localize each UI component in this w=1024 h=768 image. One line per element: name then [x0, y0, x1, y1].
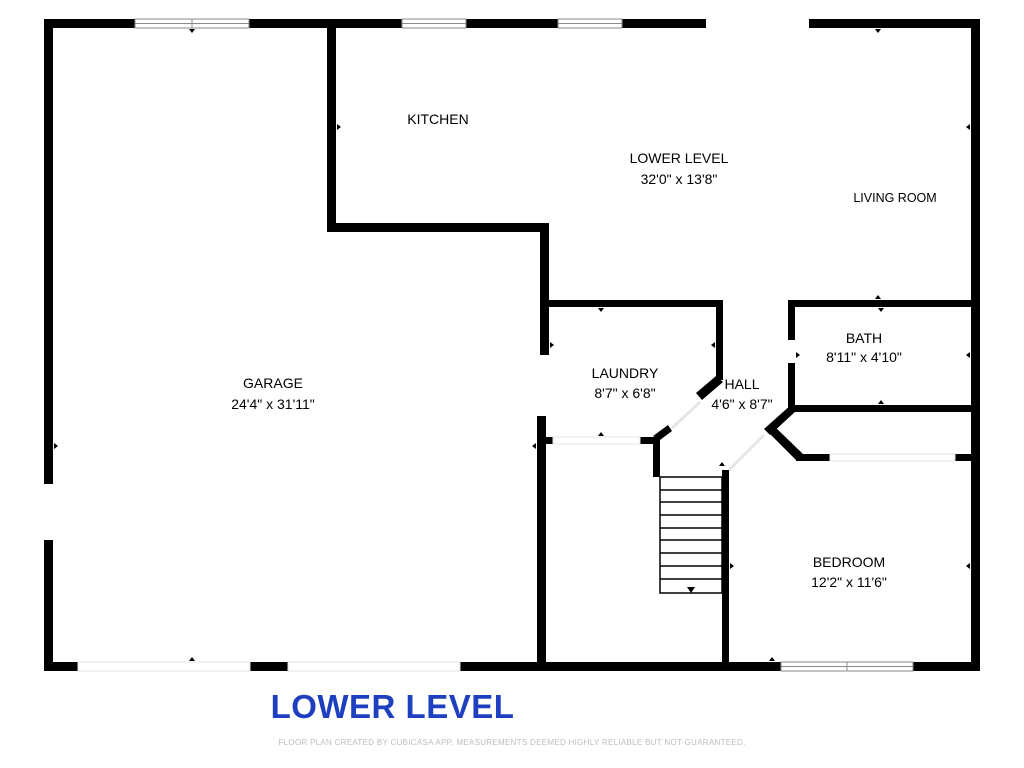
opening-living-top [706, 19, 809, 28]
wall-bath-bottom [788, 405, 980, 412]
laundry-label: LAUNDRY [592, 365, 659, 381]
opening-bedroom-closet [829, 453, 956, 462]
bath-dims: 8'11" x 4'10" [826, 349, 902, 365]
kitchen-label: KITCHEN [407, 111, 468, 127]
laundry-dims: 8'7" x 6'8" [594, 385, 655, 401]
wall-bath-top [788, 300, 980, 307]
garage-dims: 24'4" x 31'11" [231, 396, 315, 412]
bath-label: BATH [846, 330, 882, 346]
opening-hall-bedroom [727, 433, 766, 472]
wall-laundry-bottom-right [640, 437, 656, 444]
plan-title: LOWER LEVEL [270, 688, 515, 725]
wall-stair-right [722, 470, 729, 671]
wall-left-upper [44, 19, 53, 484]
wall-bath-left-lower [788, 363, 795, 412]
wall-bottom [44, 662, 980, 671]
bedroom-dims: 12'2" x 11'6" [811, 574, 887, 590]
wall-garage-right-lower [537, 416, 546, 671]
wall-right [971, 19, 980, 671]
wall-laundry-right [716, 300, 723, 380]
door-garage-side [44, 484, 53, 540]
wall-stair-left [653, 437, 660, 477]
opening-laundry-bottom [552, 436, 641, 445]
hall-label: HALL [724, 376, 759, 392]
lower-level-label: LOWER LEVEL [630, 150, 729, 166]
wall-top [44, 19, 980, 28]
wall-kitchen-left [327, 19, 336, 232]
wall-garage-right-upper [540, 223, 549, 355]
stair-outline [659, 476, 723, 594]
lower-level-dims: 32'0" x 13'8" [641, 171, 718, 187]
living-room-label: LIVING ROOM [853, 191, 936, 205]
wall-kitchen-bottom [327, 223, 549, 232]
room-labels: KITCHEN LOWER LEVEL 32'0" x 13'8" LIVING… [231, 111, 936, 590]
windows-and-doors [44, 18, 956, 672]
wall-bath-left-upper [788, 300, 795, 340]
garage-door-right [287, 661, 461, 672]
stairs [659, 476, 723, 594]
hall-dims: 4'6" x 8'7" [711, 396, 772, 412]
dimension-markers [54, 29, 970, 661]
wall-stair-corner [653, 425, 672, 440]
bedroom-label: BEDROOM [813, 554, 885, 570]
wall-bedroom-angle [768, 426, 803, 460]
footer-disclaimer: FLOOR PLAN CREATED BY CUBICASA APP. MEAS… [278, 738, 746, 747]
wall-hall-angle [764, 404, 797, 435]
wall-laundry-diagonal [696, 376, 723, 400]
walls [44, 19, 980, 671]
garage-label: GARAGE [243, 375, 303, 391]
wall-laundry-bottom [540, 437, 553, 444]
wall-bedroom-top-right [955, 454, 980, 461]
wall-left-lower [44, 540, 53, 671]
garage-door-left [77, 661, 251, 672]
stair-arrow-icon [687, 587, 695, 593]
wall-laundry-top [540, 300, 723, 307]
opening-hall-diagonal [670, 400, 702, 430]
wall-bedroom-top-left [796, 454, 830, 461]
